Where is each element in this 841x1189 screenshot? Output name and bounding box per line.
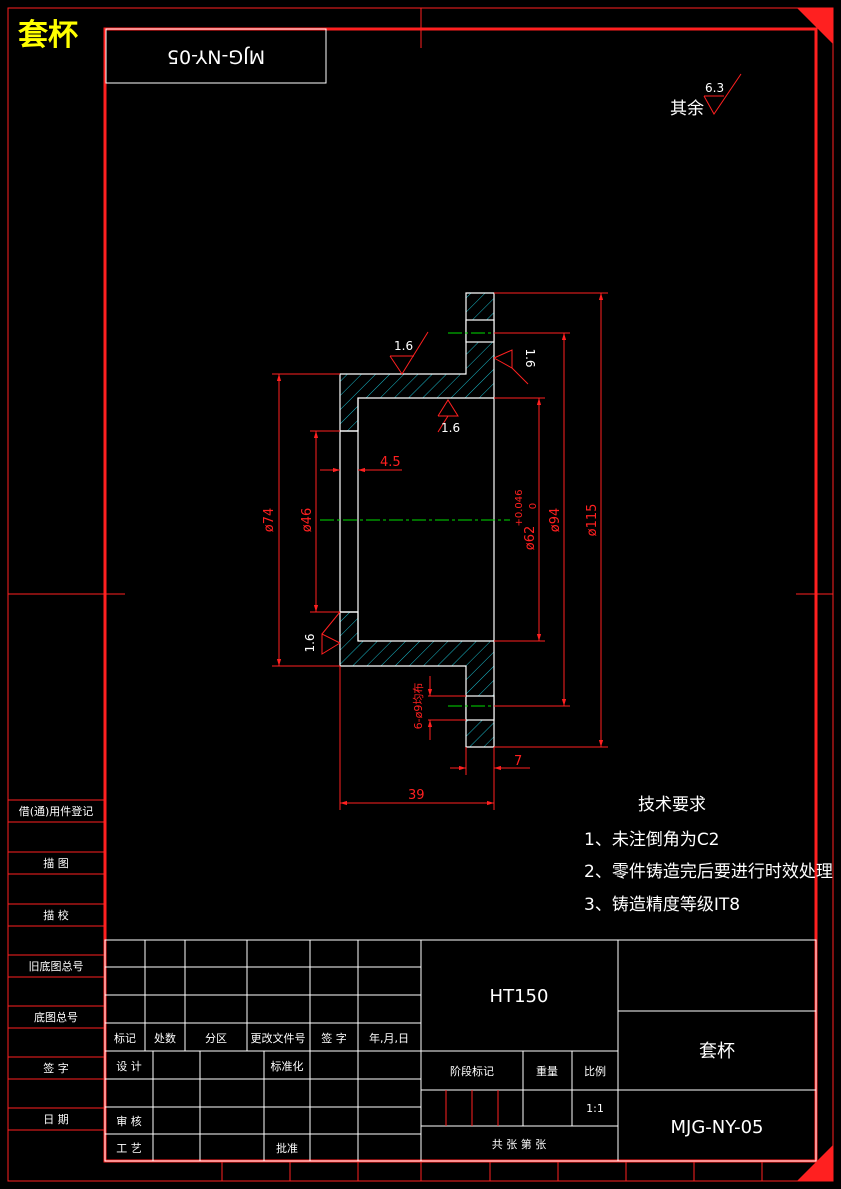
left-label-5: 底图总号 — [34, 1010, 78, 1024]
part-name: 套杯 — [699, 1041, 735, 1062]
dim-39: 39 — [408, 788, 425, 803]
dim-d62-tol-top: +0.046 — [514, 489, 525, 526]
left-label-4: 旧底图总号 — [29, 959, 84, 973]
roughness-mark-2: 1.6 — [441, 421, 460, 435]
left-label-3: 描 校 — [43, 908, 69, 922]
left-column-table — [8, 799, 105, 1131]
stage-mark: 阶段标记 — [450, 1064, 494, 1078]
roughness-values: 1.6 1.6 1.6 1.6 — [303, 339, 537, 653]
dim-d46: ø46 — [300, 508, 315, 533]
title-block-texts: HT150 套杯 MJG-NY-05 标记 处数 分区 更改文件号 签 字 年,… — [114, 986, 764, 1155]
bottom-ruler — [221, 1161, 763, 1181]
dimension-texts: ø74 ø46 4.5 ø62 +0.046 0 ø94 ø115 6-ø9均布… — [262, 455, 600, 803]
scale-value: 1:1 — [586, 1102, 604, 1115]
corner-mark-top-right — [797, 8, 833, 44]
roughness-mark-3: 1.6 — [523, 348, 537, 367]
row-review: 审 核 — [116, 1114, 142, 1128]
roughness-marks — [321, 331, 529, 655]
roughness-default-value: 6.3 — [705, 81, 724, 95]
corner-mark-bottom-right — [797, 1145, 833, 1181]
row-design: 设 计 — [116, 1060, 142, 1073]
row-craft: 工 艺 — [116, 1142, 142, 1155]
row-standard: 标准化 — [271, 1059, 304, 1073]
tech-req-title: 技术要求 — [638, 795, 706, 815]
header-col-3: 分区 — [205, 1032, 227, 1045]
tech-req-item-2: 2、零件铸造完后要进行时效处理 — [584, 862, 833, 882]
drawing-number: MJG-NY-05 — [670, 1117, 763, 1138]
inner-frame — [103, 27, 818, 1163]
row-approve: 批准 — [276, 1141, 298, 1155]
dim-holes: 6-ø9均布 — [412, 683, 425, 730]
header-col-2: 处数 — [154, 1032, 176, 1045]
roughness-mark-1: 1.6 — [394, 339, 413, 353]
part-section — [320, 292, 514, 748]
left-label-7: 日 期 — [43, 1113, 69, 1126]
left-label-6: 签 字 — [43, 1061, 69, 1075]
scale-label: 比例 — [584, 1064, 606, 1078]
sheet-count: 共 张 第 张 — [492, 1137, 547, 1151]
roughness-mark-4: 1.6 — [303, 633, 317, 652]
header-col-6: 年,月,日 — [369, 1031, 409, 1045]
title-block-accents — [445, 1090, 499, 1126]
corner-title: 套杯 — [18, 18, 78, 53]
header-col-5: 签 字 — [321, 1031, 347, 1045]
dim-d62-tol-bot: 0 — [528, 503, 539, 509]
roughness-default-label: 其余 — [670, 99, 704, 119]
mirror-code-box — [105, 28, 327, 84]
dim-d74: ø74 — [262, 508, 277, 533]
material: HT150 — [490, 986, 549, 1007]
dim-d62: ø62 — [523, 526, 538, 551]
dim-4-5: 4.5 — [380, 455, 401, 470]
left-column-labels: 借(通)用件登记 描 图 描 校 旧底图总号 底图总号 签 字 日 期 — [19, 804, 94, 1126]
left-label-2: 描 图 — [43, 856, 69, 870]
header-col-4: 更改文件号 — [251, 1031, 306, 1045]
left-label-1: 借(通)用件登记 — [19, 804, 94, 818]
dim-d115: ø115 — [585, 504, 600, 537]
tech-requirements: 技术要求 1、未注倒角为C2 2、零件铸造完后要进行时效处理 3、铸造精度等级I… — [584, 795, 833, 915]
header-col-1: 标记 — [114, 1031, 136, 1045]
dim-7: 7 — [514, 754, 522, 769]
dimension-lines — [272, 292, 608, 810]
tech-req-item-1: 1、未注倒角为C2 — [584, 830, 720, 850]
dim-d94: ø94 — [548, 508, 563, 533]
roughness-default-symbol — [703, 73, 742, 115]
tech-req-item-3: 3、铸造精度等级IT8 — [584, 895, 740, 915]
weight-label: 重量 — [536, 1064, 558, 1078]
mirror-code: MJG-NY-05 — [167, 46, 265, 68]
